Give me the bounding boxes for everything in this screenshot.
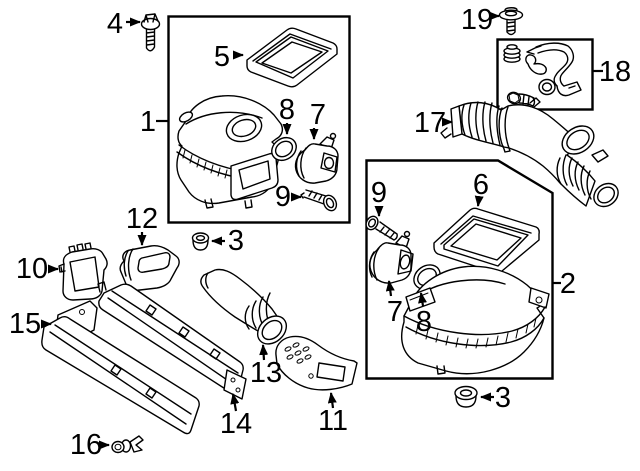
drawing-housing-1 xyxy=(176,95,284,209)
callout-4-label[interactable]: 4 xyxy=(107,8,123,40)
drawing-clip-16 xyxy=(111,435,144,454)
callout-19-label[interactable]: 19 xyxy=(461,4,493,36)
callout-7b-label[interactable]: 7 xyxy=(387,296,403,328)
callout-5-label[interactable]: 5 xyxy=(214,41,230,73)
drawing-screw-9a xyxy=(300,189,338,212)
callout-labels: 4 1 5 8 7 9 12 3 10 15 16 14 13 11 2 9 6… xyxy=(9,4,631,461)
group-box-1 xyxy=(167,15,351,224)
callout-13-label[interactable]: 13 xyxy=(250,357,282,389)
drawing-bracket-kit-18 xyxy=(503,42,582,107)
drawing-bolt-4 xyxy=(140,13,161,52)
callout-14-label[interactable]: 14 xyxy=(220,408,252,440)
drawing-hose-17 xyxy=(440,97,619,208)
drawing-screw-19 xyxy=(498,7,524,36)
group-box-18 xyxy=(496,38,594,111)
callout-11-label[interactable]: 11 xyxy=(318,405,348,437)
callout-9b-label[interactable]: 9 xyxy=(371,177,387,209)
drawing-filter-5 xyxy=(246,27,338,88)
callout-3a-label[interactable]: 3 xyxy=(228,225,244,257)
drawing-resonator-15 xyxy=(41,300,200,435)
callout-7b-arrow xyxy=(385,280,395,297)
callout-18-label[interactable]: 18 xyxy=(599,56,631,88)
group-box-2 xyxy=(365,159,554,380)
callout-8b-label[interactable]: 8 xyxy=(416,306,432,338)
callout-3b-label[interactable]: 3 xyxy=(495,382,511,414)
drawing-resonator-14 xyxy=(97,281,247,400)
callout-2-label[interactable]: 2 xyxy=(560,268,576,300)
drawing-filter-6 xyxy=(433,207,540,274)
callout-arrows xyxy=(41,11,603,450)
callout-17-label[interactable]: 17 xyxy=(414,107,446,139)
drawing-sensor-7b xyxy=(368,230,414,284)
callout-9a-label[interactable]: 9 xyxy=(275,181,291,213)
callout-1-label[interactable]: 1 xyxy=(140,106,156,138)
callout-15-label[interactable]: 15 xyxy=(9,308,41,340)
callout-13-arrow xyxy=(259,344,269,361)
drawing-screw-9b xyxy=(365,215,398,241)
callout-11-arrow xyxy=(327,392,337,409)
callout-6-arrow xyxy=(474,195,484,207)
callout-6-label[interactable]: 6 xyxy=(473,169,489,201)
drawing-duct-12 xyxy=(119,245,180,291)
drawing-duct-13 xyxy=(200,268,288,345)
callout-14-arrow xyxy=(230,393,240,412)
callout-8b-arrow xyxy=(418,292,427,307)
drawing-sensor-7a xyxy=(294,132,339,184)
drawing-duct-10 xyxy=(58,242,108,301)
callout-12-label[interactable]: 12 xyxy=(126,203,158,235)
drawing-duct-11 xyxy=(275,335,358,391)
drawing-oring-8a xyxy=(271,136,297,162)
callout-10-label[interactable]: 10 xyxy=(16,253,48,285)
callout-16-label[interactable]: 16 xyxy=(70,429,102,461)
drawing-grommet-3b xyxy=(454,385,478,408)
drawing-housing-2 xyxy=(400,265,550,375)
callout-7a-label[interactable]: 7 xyxy=(310,99,326,131)
drawing-grommet-3a xyxy=(191,232,210,251)
callout-8a-label[interactable]: 8 xyxy=(279,94,295,126)
